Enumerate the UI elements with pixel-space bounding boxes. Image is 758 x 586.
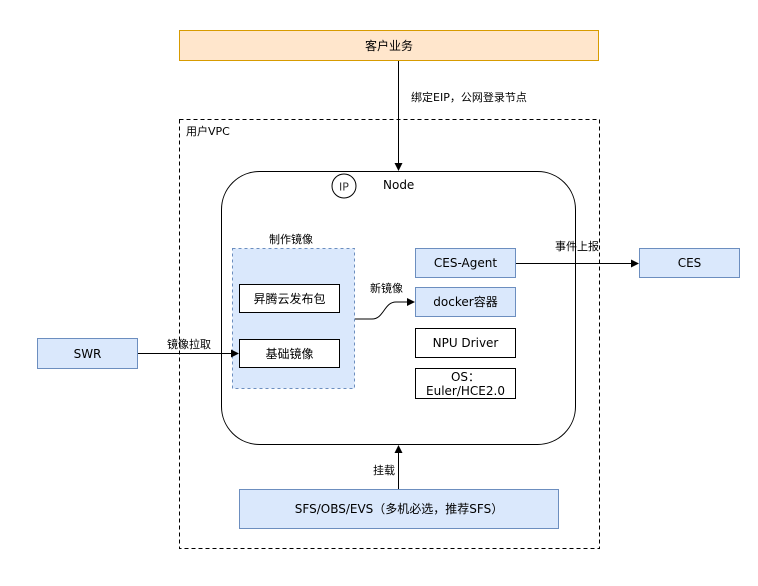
swr-label: SWR bbox=[73, 346, 102, 361]
new-image-arrow bbox=[355, 298, 415, 320]
event-report-label: 事件上报 bbox=[555, 240, 599, 253]
ip-icon-text: IP bbox=[339, 181, 349, 194]
customer-business-label: 客户业务 bbox=[364, 38, 413, 53]
ces-agent-label: CES-Agent bbox=[433, 256, 498, 270]
user-vpc-boundary bbox=[179, 119, 600, 549]
node-title: Node bbox=[383, 178, 415, 192]
base-image-box[interactable]: 基础镜像 bbox=[239, 339, 340, 368]
ces-agent-box[interactable]: CES-Agent bbox=[415, 248, 516, 278]
bind-eip-label: 绑定EIP，公网登录节点 bbox=[411, 91, 527, 104]
os-label-line2: Euler/HCE2.0 bbox=[426, 383, 505, 398]
storage-box[interactable]: SFS/OBS/EVS（多机必选，推荐SFS） bbox=[239, 489, 559, 529]
ip-icon bbox=[331, 173, 357, 199]
ces-box[interactable]: CES bbox=[639, 248, 740, 278]
swr-box[interactable]: SWR bbox=[37, 338, 138, 369]
os-box[interactable]: OS： Euler/HCE2.0 bbox=[415, 368, 516, 399]
make-image-title: 制作镜像 bbox=[269, 233, 313, 246]
os-label-line1: OS： bbox=[450, 369, 481, 384]
pull-image-label: 镜像拉取 bbox=[167, 338, 211, 351]
docker-container-label: docker容器 bbox=[433, 295, 498, 309]
customer-business-box[interactable]: 客户业务 bbox=[179, 30, 599, 61]
mount-label: 挂载 bbox=[373, 464, 395, 477]
storage-label: SFS/OBS/EVS（多机必选，推荐SFS） bbox=[294, 502, 504, 516]
ces-label: CES bbox=[677, 256, 702, 270]
user-vpc-label: 用户VPC bbox=[186, 125, 230, 138]
npu-driver-box[interactable]: NPU Driver bbox=[415, 328, 516, 358]
new-image-label: 新镜像 bbox=[370, 282, 403, 295]
base-image-label: 基础镜像 bbox=[265, 346, 314, 361]
ascend-package-label: 昇腾云发布包 bbox=[253, 291, 326, 306]
npu-driver-label: NPU Driver bbox=[432, 336, 499, 350]
docker-container-box[interactable]: docker容器 bbox=[415, 287, 516, 317]
ascend-package-box[interactable]: 昇腾云发布包 bbox=[239, 284, 340, 313]
